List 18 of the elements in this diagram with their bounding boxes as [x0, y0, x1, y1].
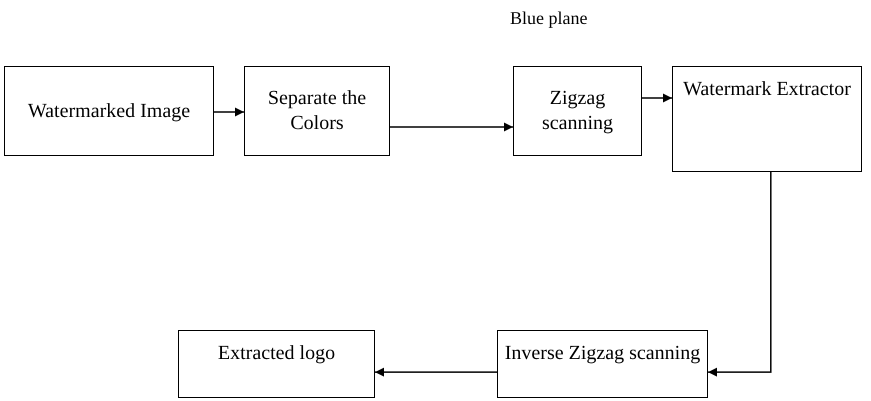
box-text: Watermark Extractor: [683, 77, 851, 102]
box-text: Inverse Zigzag scanning: [504, 341, 700, 366]
arrow: [375, 368, 497, 377]
process-box: [4, 66, 214, 156]
process-box: [178, 330, 375, 398]
arrow: [708, 172, 772, 377]
box-text: Separate the Colors: [266, 86, 368, 136]
arrow: [214, 108, 244, 116]
box-text: Extracted logo: [218, 341, 336, 366]
arrow: [390, 122, 513, 132]
process-box: [244, 66, 390, 156]
arrow: [642, 94, 672, 102]
box-text: Zigzag scanning: [540, 86, 614, 136]
process-box: [672, 66, 862, 172]
process-box: [497, 330, 708, 398]
label-text: Blue plane: [510, 8, 588, 29]
process-box: [513, 66, 642, 156]
box-text: Watermarked Image: [28, 98, 190, 124]
